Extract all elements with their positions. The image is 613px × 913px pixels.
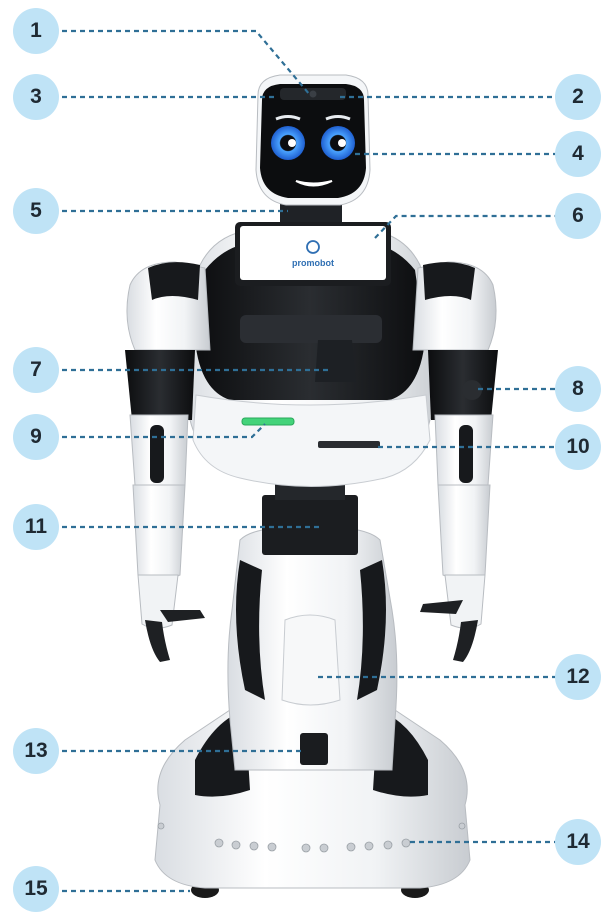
callout-badge-6: 6 — [555, 193, 601, 239]
chest-center-module — [315, 340, 356, 382]
callout-badge-3: 3 — [13, 74, 59, 120]
callout-badge-8: 8 — [555, 366, 601, 412]
callout-badge-9: 9 — [13, 414, 59, 460]
lower-body-front-panel — [282, 615, 340, 705]
right-shoulder-dark — [423, 262, 475, 300]
callout-badge-5: 5 — [13, 188, 59, 234]
torso-white-band — [193, 395, 430, 487]
printer-slot — [300, 733, 328, 765]
callout-badge-4: 4 — [555, 131, 601, 177]
chest-grille — [240, 315, 382, 343]
camera-lens — [310, 91, 317, 98]
callout-badge-14: 14 — [555, 819, 601, 865]
callout-badge-11: 11 — [13, 504, 59, 550]
callout-badge-12: 12 — [555, 654, 601, 700]
right-arm — [420, 350, 498, 662]
status-light — [242, 418, 294, 425]
chest-logo-text: promobot — [292, 258, 334, 268]
scanner-block — [262, 495, 358, 555]
callout-badge-7: 7 — [13, 347, 59, 393]
callout-badge-2: 2 — [555, 74, 601, 120]
callout-badge-1: 1 — [13, 8, 59, 54]
callout-badge-13: 13 — [13, 728, 59, 774]
callout-badge-10: 10 — [555, 424, 601, 470]
card-slot — [318, 441, 380, 448]
left-shoulder-dark — [148, 262, 200, 300]
callout-badge-15: 15 — [13, 866, 59, 912]
